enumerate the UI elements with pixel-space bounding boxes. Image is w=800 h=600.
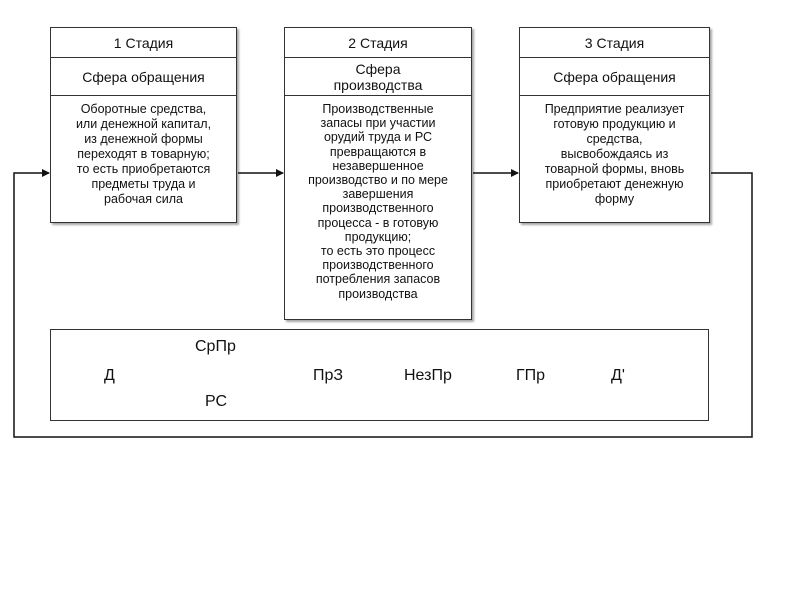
formula-box bbox=[50, 329, 709, 421]
formula-srpr: СрПр bbox=[195, 338, 236, 355]
stage-1-description: Оборотные средства, или денежной капитал… bbox=[75, 102, 212, 206]
formula-rs: РС bbox=[205, 393, 228, 410]
stage-2-title: 2 Стадия bbox=[285, 28, 471, 58]
stage-2-sphere: Сфера производства bbox=[285, 58, 471, 96]
formula-prz: ПрЗ bbox=[313, 367, 344, 384]
stage-1-title: 1 Стадия bbox=[51, 28, 236, 58]
formula-d-prime: Д' bbox=[611, 367, 625, 384]
stage-3-description: Предприятие реализует готовую продукцию … bbox=[544, 102, 685, 206]
formula-d: Д bbox=[104, 367, 115, 384]
formula-nezpr: НезПр bbox=[404, 367, 452, 384]
stage-3-title: 3 Стадия bbox=[520, 28, 709, 58]
stage-3-box: 3 Стадия Сфера обращения Предприятие реа… bbox=[519, 27, 710, 223]
stage-2-box: 2 Стадия Сфера производства Производстве… bbox=[284, 27, 472, 320]
feedback-loop-line bbox=[13, 169, 753, 438]
stage-3-sphere: Сфера обращения bbox=[520, 58, 709, 96]
formula-gpr: ГПр bbox=[516, 367, 546, 384]
stage-1-sphere: Сфера обращения bbox=[51, 58, 236, 96]
stage-1-box: 1 Стадия Сфера обращения Оборотные средс… bbox=[50, 27, 237, 223]
stage-2-description: Производственные запасы при участии оруд… bbox=[308, 102, 448, 301]
